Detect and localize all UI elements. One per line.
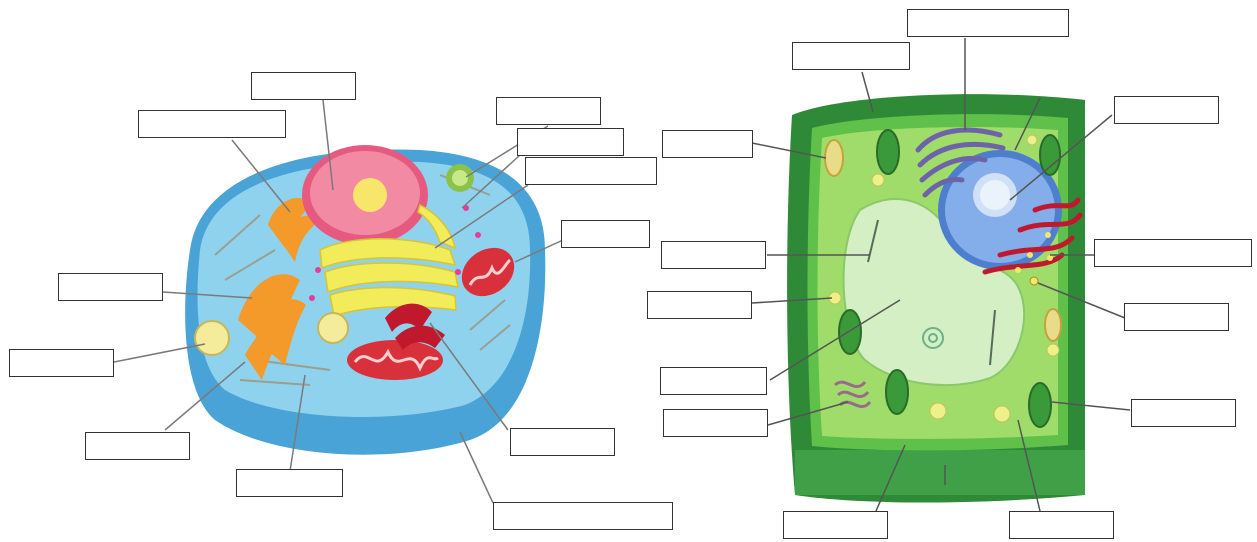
nucleolus (353, 178, 387, 212)
lysosome (195, 321, 229, 355)
plant-label-box-7[interactable] (647, 291, 752, 319)
animal-label-box-8[interactable] (9, 349, 114, 377)
animal-label-box-5[interactable] (525, 157, 657, 185)
plant-label-box-6[interactable] (1094, 239, 1252, 267)
animal-label-box-1[interactable] (138, 110, 286, 138)
animal-label-box-11[interactable] (510, 428, 615, 456)
plant-label-box-8[interactable] (1124, 303, 1229, 331)
animal-label-box-3[interactable] (496, 97, 601, 125)
plant-label-box-12[interactable] (783, 511, 888, 539)
vesicle (318, 313, 348, 343)
mitochondrion-bottom (347, 340, 443, 380)
plant-label-box-3[interactable] (1114, 96, 1219, 124)
plant-label-box-10[interactable] (663, 409, 768, 437)
plant-label-box-4[interactable] (662, 130, 753, 158)
animal-label-box-9[interactable] (85, 432, 190, 460)
plant-label-box-1[interactable] (907, 9, 1069, 37)
animal-label-box-4[interactable] (517, 128, 624, 156)
plant-label-box-11[interactable] (1131, 399, 1236, 427)
animal-label-box-10[interactable] (236, 469, 343, 497)
animal-label-box-7[interactable] (58, 273, 163, 301)
animal-nucleus (302, 145, 428, 245)
plant-cell (752, 38, 1130, 511)
plant-label-box-13[interactable] (1009, 511, 1114, 539)
plant-label-box-5[interactable] (661, 241, 766, 269)
animal-label-box-12[interactable] (493, 502, 673, 530)
plant-mitochondrion (825, 140, 843, 176)
plant-label-box-2[interactable] (792, 42, 910, 70)
animal-label-box-6[interactable] (561, 220, 650, 248)
animal-label-box-2[interactable] (251, 72, 356, 100)
plant-label-box-9[interactable] (660, 367, 767, 395)
